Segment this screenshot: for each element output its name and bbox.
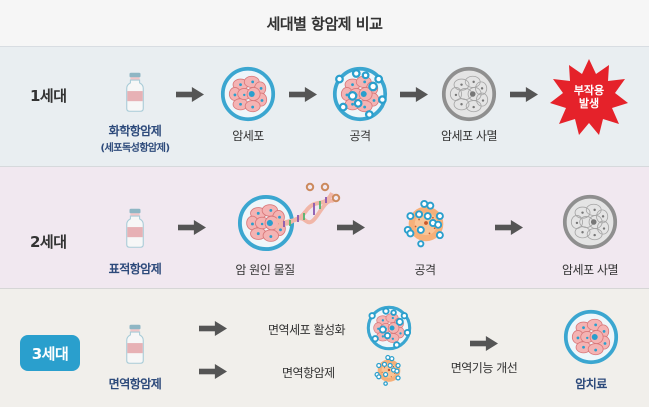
arrow-icon xyxy=(199,364,227,379)
drug-label: 화학항암제 xyxy=(108,124,162,138)
burst-icon xyxy=(550,59,628,135)
cancer-cell-icon xyxy=(563,309,619,365)
step-label: 암세포 xyxy=(232,129,264,143)
drug-label: 면역항암제 xyxy=(108,377,162,391)
generation-label: 2세대 xyxy=(30,233,67,251)
branch-label: 면역항암제 xyxy=(282,366,335,380)
vial-icon xyxy=(124,323,146,365)
step-label: 공격 xyxy=(349,129,371,143)
arrow-icon xyxy=(470,336,498,351)
dead-cell-icon xyxy=(441,66,497,122)
dead-cell-icon xyxy=(562,194,618,250)
arrow-icon xyxy=(289,87,317,102)
step-label: 암세포 사멸 xyxy=(440,129,498,143)
dna-icon xyxy=(274,182,341,231)
generation-1-row: 1세대 화학항암제 (세포독성항암제) 암세포 공격 암세포 사멸 부작용 발생 xyxy=(0,47,649,167)
step-label: 면역기능 개선 xyxy=(450,361,518,375)
arrow-icon xyxy=(510,87,538,102)
step-label: 암 원인 물질 xyxy=(235,263,295,277)
arrow-icon xyxy=(176,87,204,102)
burst-text-line: 부작용 xyxy=(573,84,605,97)
arrow-icon xyxy=(199,321,227,336)
arrow-icon xyxy=(400,87,428,102)
vial-icon xyxy=(124,207,146,249)
result-label: 암치료 xyxy=(575,377,607,391)
arrow-icon xyxy=(495,220,523,235)
side-effect-burst: 부작용 발생 xyxy=(549,57,629,137)
step-label: 암세포 사멸 xyxy=(561,263,619,277)
drug-sublabel: (세포독성항암제) xyxy=(100,143,170,154)
generation-3-row: 3세대 면역항암제 면역세포 활성화 면역항암제 면역기능 개선 암치료 xyxy=(0,289,649,407)
burst-text-line: 발생 xyxy=(578,97,600,110)
immune-drug-icon xyxy=(372,353,406,387)
arrow-icon xyxy=(178,220,206,235)
generation-badge: 3세대 xyxy=(20,335,80,371)
arrow-icon xyxy=(337,220,365,235)
header: 세대별 항암제 비교 xyxy=(0,0,649,47)
step-label: 공격 xyxy=(414,263,436,277)
generation-label: 1세대 xyxy=(30,87,67,105)
vial-icon xyxy=(124,71,146,113)
activated-immune-cell-icon xyxy=(366,305,412,351)
attacked-cell-icon xyxy=(332,66,388,122)
cancer-cell-icon xyxy=(220,66,276,122)
page-title: 세대별 항암제 비교 xyxy=(266,14,383,33)
tumor-attack-icon xyxy=(400,197,452,249)
drug-label: 표적항암제 xyxy=(108,262,162,276)
generation-2-row: 2세대 표적항암제 암 원인 물질 공격 암세포 사멸 xyxy=(0,167,649,289)
branch-label: 면역세포 활성화 xyxy=(268,323,346,337)
